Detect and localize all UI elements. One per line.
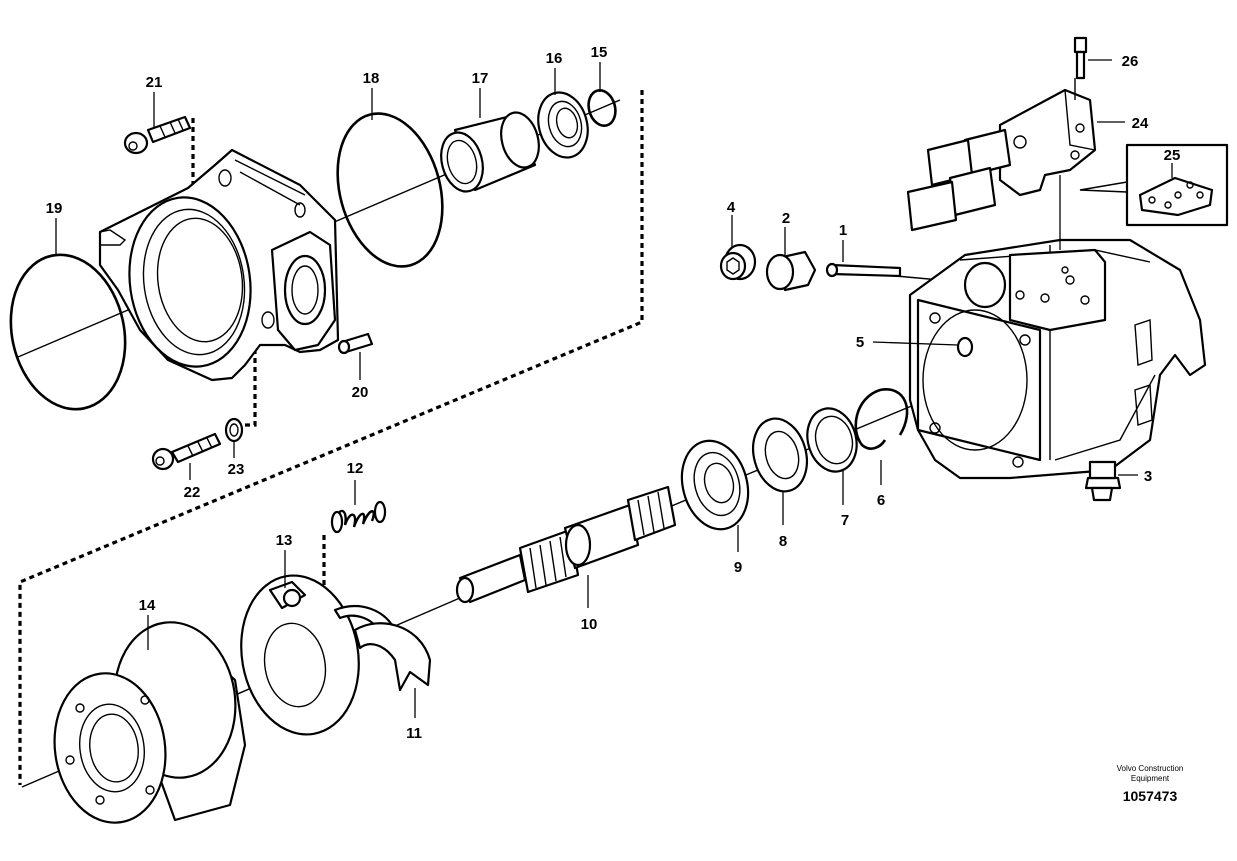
callout-4: 4: [727, 199, 736, 216]
part-9-bearing: [680, 439, 750, 531]
callout-26: 26: [1122, 53, 1139, 70]
callout-13: 13: [276, 532, 293, 549]
part-6-snap-ring: [854, 388, 909, 450]
callout-25: 25: [1164, 147, 1181, 164]
part-2-piston: [765, 250, 817, 292]
callout-15: 15: [591, 44, 608, 61]
callout-7: 7: [841, 512, 849, 529]
callout-17: 17: [472, 70, 489, 87]
part-8-washer: [752, 417, 808, 493]
callout-16: 16: [546, 50, 563, 67]
part-16-bearing: [537, 91, 589, 159]
company-name: Volvo Construction Equipment: [1116, 764, 1184, 783]
callout-10: 10: [581, 616, 598, 633]
part-23-washer: [224, 417, 244, 443]
callout-24: 24: [1132, 115, 1149, 132]
callout-9: 9: [734, 559, 742, 576]
callout-8: 8: [779, 533, 787, 550]
part-18-o-ring: [336, 112, 444, 268]
part-21-cap-screw: [123, 115, 192, 155]
part-25-gasket-inset: [1079, 143, 1229, 227]
callout-5: 5: [856, 334, 864, 351]
part-11-bearing-shells: [333, 605, 432, 692]
callout-labels: 1 2 3 4 5 6 7 8 9 10 11 12 13 14 15 16 1…: [46, 44, 1181, 742]
part-3-fitting: [1084, 460, 1122, 502]
part-15-snap-ring: [587, 88, 617, 128]
part-26-screw: [1073, 36, 1088, 80]
callout-6: 6: [877, 492, 885, 509]
callout-23: 23: [228, 461, 245, 478]
callout-3: 3: [1144, 468, 1152, 485]
callout-19: 19: [46, 200, 63, 217]
part-20-pin: [337, 332, 374, 355]
end-cover-housing: [98, 148, 340, 382]
part-4-plug: [719, 243, 757, 281]
part-17-bushing: [440, 111, 540, 193]
part-14-cylinder-block: [53, 621, 247, 824]
callout-21: 21: [146, 74, 163, 91]
callout-18: 18: [363, 70, 380, 87]
part-7-seal: [806, 407, 858, 473]
part-12-spring: [330, 500, 387, 534]
part-10-shaft: [455, 485, 677, 604]
callout-11: 11: [406, 725, 422, 742]
part-1-pin: [825, 262, 902, 278]
part-19-o-ring: [9, 253, 127, 411]
part-13-swash-plate: [240, 574, 360, 736]
callout-2: 2: [782, 210, 790, 227]
part-22-cap-screw: [151, 432, 222, 471]
document-number: 1057473: [1122, 788, 1178, 804]
callout-12: 12: [347, 460, 364, 477]
callout-22: 22: [184, 484, 201, 501]
leader-lines: [55, 59, 1173, 718]
callout-1: 1: [839, 222, 847, 239]
part-24-valve-block: [906, 78, 1097, 250]
callout-20: 20: [352, 384, 369, 401]
pump-housing: [908, 238, 1207, 480]
callout-14: 14: [139, 597, 156, 614]
